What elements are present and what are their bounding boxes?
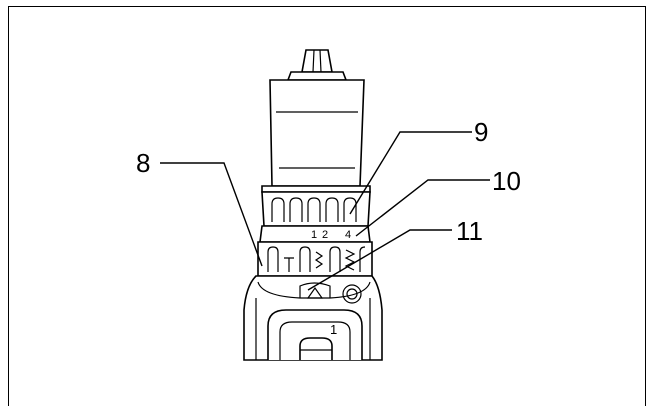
callout-11: 11 xyxy=(456,216,483,246)
chuck-tip xyxy=(286,49,348,81)
indicator-arrow xyxy=(306,286,324,299)
leader-11 xyxy=(307,229,452,291)
leader-9 xyxy=(349,131,472,215)
leader-lines xyxy=(160,131,490,291)
mode-selector-ring xyxy=(257,241,373,277)
chuck-sleeve xyxy=(269,79,365,187)
trigger-label: 1 xyxy=(330,322,337,337)
diagram-frame xyxy=(8,6,646,406)
leader-10 xyxy=(355,179,490,237)
torque-mark-4: 4 xyxy=(345,229,351,241)
callout-10: 10 xyxy=(492,166,521,196)
collar-ring xyxy=(261,185,371,227)
led-light xyxy=(342,284,362,304)
torque-mark-2: 2 xyxy=(322,229,328,241)
callout-9: 9 xyxy=(474,117,488,147)
screw-mode-icon xyxy=(314,251,324,269)
leader-8 xyxy=(160,162,263,267)
torque-mark-1: 1 xyxy=(311,229,317,241)
torque-ring: 1 2 4 xyxy=(259,225,371,243)
callout-8: 8 xyxy=(136,148,150,178)
trigger-area: 1 xyxy=(267,309,363,360)
drill-mode-icon xyxy=(284,257,294,272)
